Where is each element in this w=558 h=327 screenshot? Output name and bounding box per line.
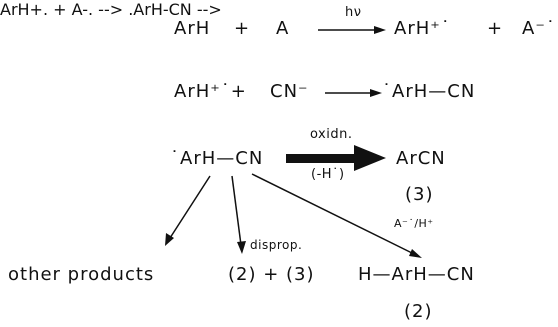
arrow-to-other-products — [165, 175, 211, 246]
condition-h-loss: (-H˙) — [311, 167, 345, 182]
product-number-2: (2) — [404, 301, 433, 322]
reduction-product: H—ArH—CN — [358, 264, 475, 285]
condition-oxidation: oxidn. — [310, 127, 353, 142]
product-number-3: (3) — [405, 184, 434, 205]
reactant-arh: ArH — [174, 18, 211, 39]
disprop-products: (2) + (3) — [228, 264, 315, 285]
arrow-cyanide-addition — [325, 89, 382, 97]
reactant-cyanide: CN⁻ — [270, 81, 309, 102]
product-arcn: ArCN — [396, 148, 446, 169]
label-reduction: A⁻˙/H⁺ — [394, 217, 434, 230]
product-adduct: ˙ArH—CN — [382, 81, 476, 102]
product-radical-anion: A⁻˙ — [522, 18, 556, 39]
arrow-photo — [318, 26, 386, 34]
plus-sign-2: + — [487, 18, 504, 39]
label-disproportionation: disprop. — [250, 238, 303, 252]
reactant-radical-cation: ArH⁺˙+ — [174, 81, 247, 102]
condition-hv: hν — [345, 5, 362, 20]
arrow-disproportionation — [231, 175, 246, 254]
reactant-a: A — [276, 18, 290, 39]
product-radical-cation: ArH⁺˙ — [394, 18, 451, 39]
plus-sign: + — [234, 18, 251, 39]
arrow-oxidation — [286, 145, 386, 171]
reactant-adduct: ˙ArH—CN — [170, 148, 264, 169]
other-products: other products — [8, 264, 155, 285]
arrow-reduction — [251, 173, 422, 258]
